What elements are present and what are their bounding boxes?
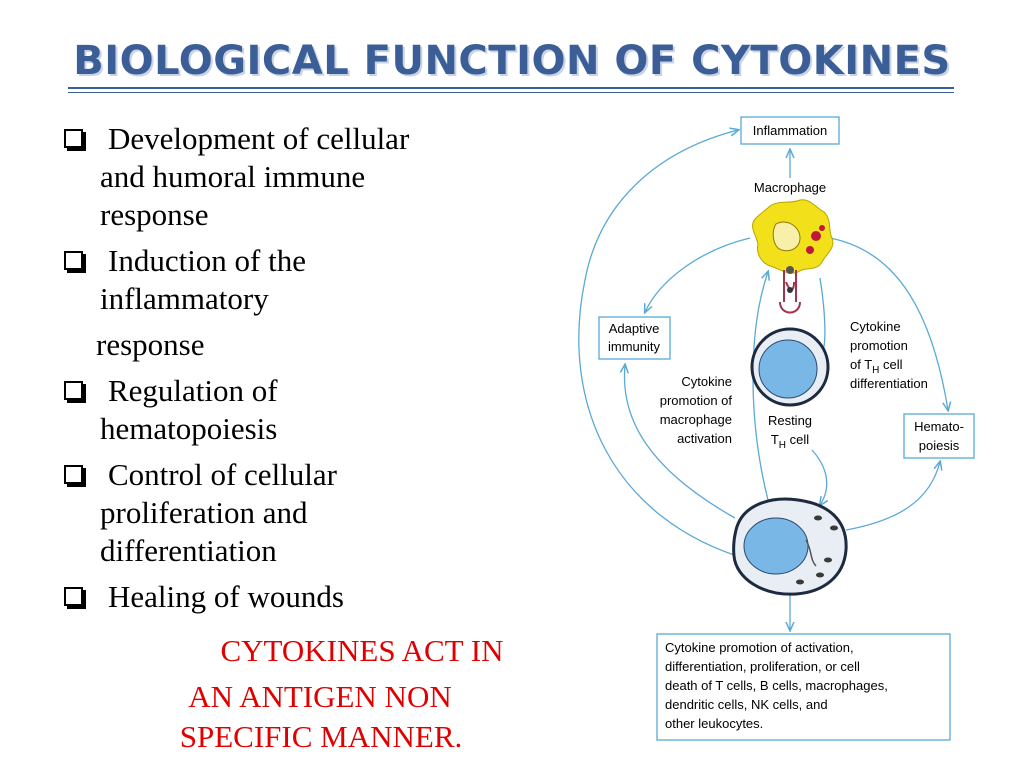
hemato-label-2: poiesis [919,438,960,453]
checkbox-bullet-icon [64,129,83,148]
nonspecific-note: CYTOKINES ACT IN AN ANTIGEN NON SPECIFIC… [179,633,504,754]
promo-mac-2: promotion of [660,393,733,408]
arrow-cell-to-adaptive [624,365,736,519]
resting-label-2: TH cell [771,432,809,451]
cytokine-effects-box [656,633,951,741]
checkbox-bullet-icon [64,587,83,606]
hematopoiesis-box [903,413,975,459]
adaptive-immunity-box [598,316,671,360]
checkbox-bullet-icon [64,251,83,270]
effects-line-1: Cytokine promotion of activation, [665,640,854,655]
promo-th-2: promotion [850,338,908,353]
bullet-item: Regulation of hematopoiesis [62,372,522,448]
resting-th-cell-icon [750,327,830,407]
arrow-cell-to-hemato [845,462,940,531]
effects-line-3: death of T cells, B cells, macrophages, [665,678,888,693]
tcr-receptor-icon [779,266,801,314]
promo-mac-4: activation [677,431,732,446]
slide-title: BIOLOGICAL FUNCTION OF CYTOKINES [73,38,951,84]
promo-th-1: Cytokine [850,319,901,334]
inflammation-box [740,116,840,145]
title-underline-thin [68,92,954,93]
arrow-bottom-to-inflammation [578,130,751,561]
bullet-item: Healing of wounds [62,578,522,616]
macrophage-label: Macrophage [754,180,826,195]
effects-line-4: dendritic cells, NK cells, and [665,697,828,712]
resting-label-1: Resting [768,413,812,428]
arrow-macrophage-to-hemato [829,237,948,410]
inflammation-label: Inflammation [753,123,827,138]
title-underline [68,87,954,89]
effects-line-2: differentiation, proliferation, or cell [665,659,860,674]
arrow-macrophage-to-adaptive [645,237,751,312]
promo-mac-1: Cytokine [681,374,732,389]
checkbox-bullet-icon [64,465,83,484]
adaptive-label-1: Adaptive [609,321,660,336]
promo-th-3: of TH cell [850,357,903,376]
hemato-label-1: Hemato- [914,419,964,434]
adaptive-label-2: immunity [608,339,661,354]
checkbox-bullet-icon [64,381,83,400]
macrophage-cell-icon [752,199,834,274]
bullet-item: Control of cellular proliferation and di… [62,456,522,570]
bullet-item: Induction of the inflammatory response [62,242,522,364]
bullet-list: Development of cellular and humoral immu… [62,120,522,624]
arrow-resting-to-bottom [811,449,827,505]
activated-th-cell-icon [732,497,848,596]
promo-th-4: differentiation [850,376,928,391]
bullet-item: Development of cellular and humoral immu… [62,120,522,234]
effects-line-5: other leukocytes. [665,716,763,731]
promo-mac-3: macrophage [660,412,732,427]
